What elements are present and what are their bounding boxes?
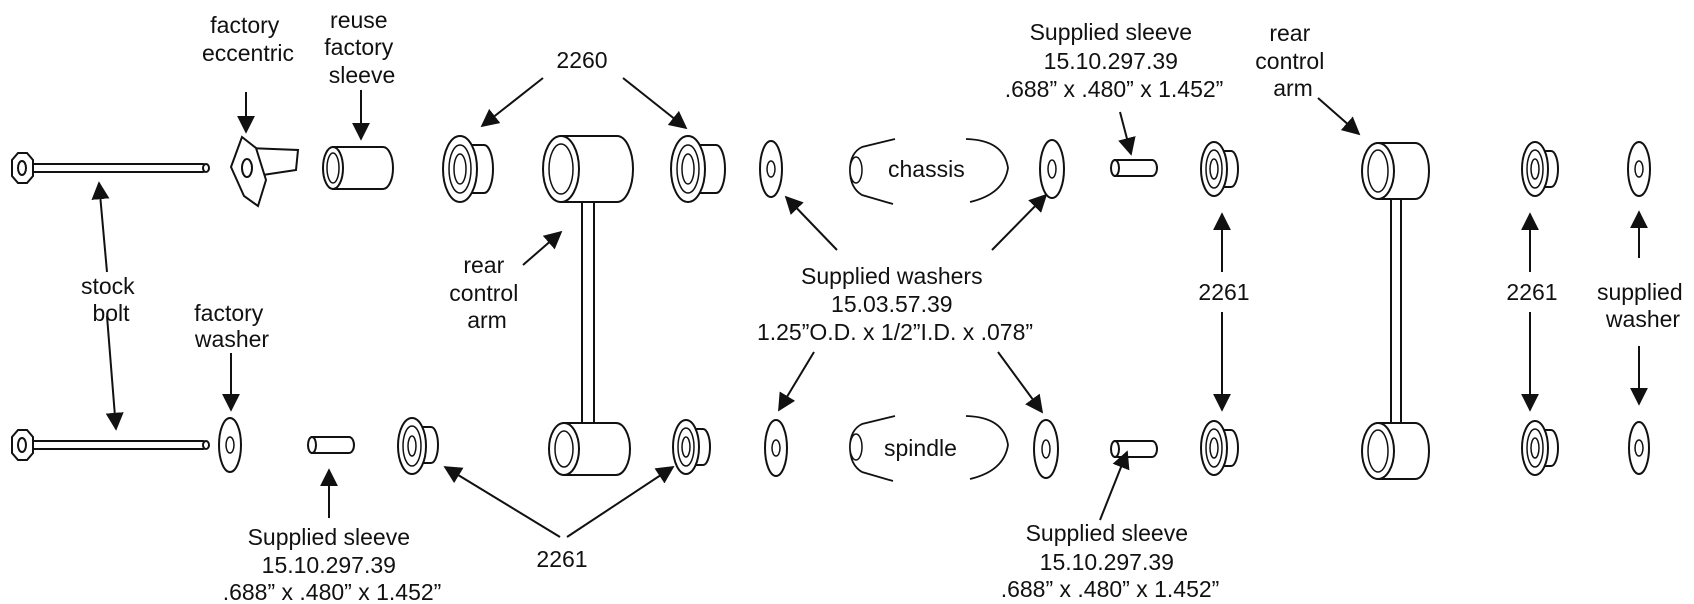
label-factory-washer: factory washer bbox=[194, 300, 270, 352]
factory-washer bbox=[218, 417, 242, 473]
supplied-sleeve-bottom-left bbox=[307, 436, 355, 454]
supplied-washer-bottom-3 bbox=[1628, 421, 1650, 475]
label-2261-bottom: 2261 bbox=[536, 546, 587, 572]
supplied-sleeve-bottom-right bbox=[1110, 440, 1158, 458]
label-supplied-washers: Supplied washers 15.03.57.39 1.25”O.D. x… bbox=[757, 263, 1033, 345]
label-chassis: chassis bbox=[888, 156, 965, 182]
bushing-2261-bottom-a bbox=[1200, 420, 1239, 476]
label-2261-a: 2261 bbox=[1198, 279, 1249, 305]
label-supplied-sleeve-top-right: Supplied sleeve 15.10.297.39 .688” x .48… bbox=[1005, 19, 1224, 102]
chassis-bracket bbox=[849, 138, 1009, 205]
label-supplied-sleeve-bottom-right: Supplied sleeve 15.10.297.39 .688” x .48… bbox=[1001, 520, 1220, 602]
bushing-2261-top-a bbox=[1200, 141, 1239, 197]
label-spindle: spindle bbox=[884, 435, 957, 461]
callout-arrows bbox=[91, 77, 1648, 538]
label-supplied-washer-right: supplied washer bbox=[1597, 279, 1689, 332]
rear-control-arm-left bbox=[542, 135, 634, 476]
spindle-bracket bbox=[849, 415, 1009, 482]
rear-control-arm-right bbox=[1361, 142, 1430, 480]
label-supplied-sleeve-bottom-left: Supplied sleeve 15.10.297.39 .688” x .48… bbox=[223, 524, 442, 604]
supplied-washer-bottom-2 bbox=[1033, 419, 1059, 479]
bushing-2261-bottom-center bbox=[672, 419, 711, 475]
bushing-2260-right bbox=[670, 135, 726, 203]
bushing-2261-bottom-left bbox=[397, 417, 439, 475]
bushing-2260-left bbox=[442, 135, 494, 203]
reuse-factory-sleeve bbox=[322, 146, 394, 190]
label-2261-b: 2261 bbox=[1506, 279, 1557, 305]
bushing-2261-top-b bbox=[1521, 141, 1559, 197]
stock-bolt-bottom bbox=[11, 429, 210, 461]
supplied-washer-top-1 bbox=[759, 140, 783, 198]
label-2260: 2260 bbox=[556, 47, 607, 73]
supplied-sleeve-top bbox=[1110, 159, 1158, 177]
label-stock-bolt: stock bolt bbox=[81, 273, 141, 326]
supplied-washer-top-2 bbox=[1039, 139, 1065, 199]
factory-eccentric bbox=[229, 135, 300, 208]
supplied-washer-top-3 bbox=[1627, 141, 1651, 197]
stock-bolt-top bbox=[11, 152, 210, 184]
label-rear-control-arm-right: rear control arm bbox=[1255, 20, 1330, 101]
bushing-2261-bottom-b bbox=[1521, 420, 1559, 476]
label-reuse-factory-sleeve: reuse factory sleeve bbox=[324, 7, 399, 88]
supplied-washer-bottom-1 bbox=[764, 419, 788, 477]
label-factory-eccentric: factory eccentric bbox=[202, 12, 294, 66]
label-rear-control-arm-left: rear control arm bbox=[449, 252, 524, 333]
